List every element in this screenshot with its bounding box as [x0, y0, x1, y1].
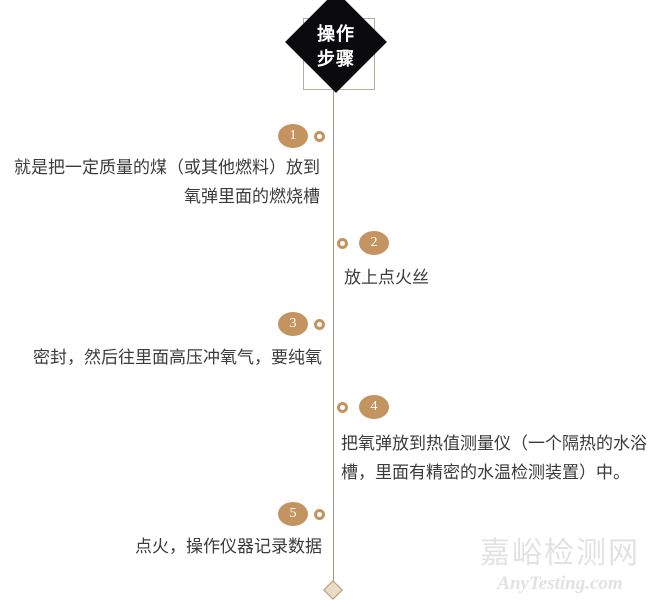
step-text-4: 把氧弹放到热值测量仪（一个隔热的水浴槽，里面有精密的水温检测装置）中。: [341, 434, 647, 483]
step-ring-icon-2: [337, 238, 348, 249]
step-badge-3[interactable]: 3: [278, 312, 308, 336]
step-ring-icon-5: [314, 509, 325, 520]
watermark: 嘉峪检测网 AnyTesting.com: [455, 536, 665, 596]
step-text-1: 就是把一定质量的煤（或其他燃料）放到氧弹里面的燃烧槽: [14, 158, 320, 207]
step-badge-4[interactable]: 4: [359, 395, 389, 419]
step-badge-1[interactable]: 1: [278, 124, 308, 148]
step-ring-icon-4: [337, 402, 348, 413]
step-badge-5[interactable]: 5: [278, 502, 308, 526]
watermark-english: AnyTesting.com: [497, 573, 623, 594]
page-title: 操作 步骤: [317, 24, 355, 70]
timeline-header: 操作 步骤: [285, 0, 387, 110]
step-ring-icon-3: [314, 319, 325, 330]
step-text-3: 密封，然后往里面高压冲氧气，要纯氧: [33, 348, 322, 368]
watermark-chinese: 嘉峪检测网: [480, 536, 640, 571]
step-text-5: 点火，操作仪器记录数据: [135, 537, 322, 557]
step-text-2: 放上点火丝: [344, 268, 429, 288]
timeline-spine: [333, 88, 334, 588]
step-ring-icon-1: [314, 131, 325, 142]
step-badge-2[interactable]: 2: [359, 231, 389, 255]
timeline-end-diamond-icon: [323, 580, 343, 600]
